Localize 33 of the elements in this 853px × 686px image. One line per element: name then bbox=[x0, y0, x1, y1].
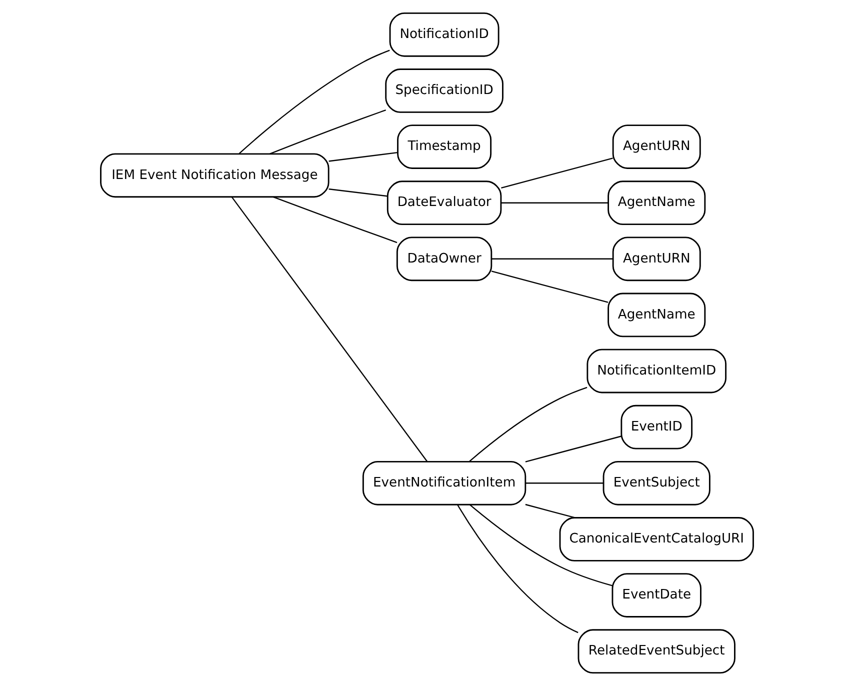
node-box: SpecificationID bbox=[384, 68, 503, 113]
node-box: EventDate bbox=[611, 573, 701, 618]
node-box: EventNotificationItem bbox=[362, 460, 526, 506]
connector bbox=[500, 202, 608, 204]
connector bbox=[500, 158, 612, 189]
node-box: EventID bbox=[620, 404, 692, 450]
node-box: AgentURN bbox=[612, 236, 700, 282]
connector bbox=[490, 270, 608, 303]
connector bbox=[524, 482, 603, 484]
connector bbox=[272, 196, 397, 244]
node-box: NotificationItemID bbox=[586, 348, 726, 394]
connector bbox=[269, 110, 386, 154]
connector bbox=[328, 188, 387, 197]
connector bbox=[468, 386, 587, 462]
node-box: DataOwner bbox=[396, 236, 492, 282]
node-box: IEM Event Notification Message bbox=[100, 153, 329, 198]
node-box: AgentURN bbox=[612, 124, 700, 169]
connector bbox=[328, 152, 397, 162]
node-box: DateEvaluator bbox=[386, 180, 502, 226]
node-box: CanonicalEventCatalogURI bbox=[558, 517, 754, 562]
node-box: AgentName bbox=[607, 292, 706, 338]
node-box: AgentName bbox=[607, 180, 706, 226]
connector bbox=[456, 504, 578, 634]
node-box: RelatedEventSubject bbox=[577, 629, 735, 674]
node-box: NotificationID bbox=[388, 12, 499, 57]
connector bbox=[524, 504, 575, 518]
connector bbox=[524, 436, 621, 462]
connector bbox=[468, 504, 612, 586]
connector bbox=[238, 50, 390, 154]
connector bbox=[491, 258, 613, 260]
connector bbox=[230, 196, 428, 462]
node-box: Timestamp bbox=[396, 124, 492, 169]
node-box: EventSubject bbox=[602, 460, 710, 506]
